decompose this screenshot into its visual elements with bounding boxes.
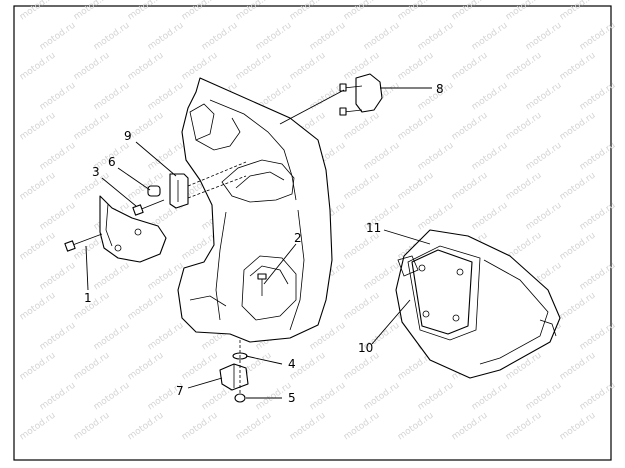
inner-fairing-panel xyxy=(177,77,333,343)
callout-2: 2 xyxy=(294,231,302,245)
glove-box-assembly xyxy=(395,229,561,379)
left-side-bracket xyxy=(64,195,167,263)
callout-4: 4 xyxy=(288,357,296,371)
callout-7: 7 xyxy=(176,384,184,398)
callout-5: 5 xyxy=(288,391,296,405)
callout-1: 1 xyxy=(84,291,92,305)
callout-8: 8 xyxy=(436,82,444,96)
callout-6: 6 xyxy=(108,155,116,169)
callout-labels: 1 2 3 4 5 6 7 8 9 10 11 xyxy=(84,82,444,405)
callout-9: 9 xyxy=(124,129,132,143)
mounting-bracket xyxy=(132,161,247,216)
lower-fasteners xyxy=(219,340,249,403)
stud-bracket xyxy=(339,73,383,116)
leader-lines xyxy=(85,87,432,399)
callout-10: 10 xyxy=(358,341,373,355)
callout-11: 11 xyxy=(366,221,381,235)
callout-3: 3 xyxy=(92,165,100,179)
